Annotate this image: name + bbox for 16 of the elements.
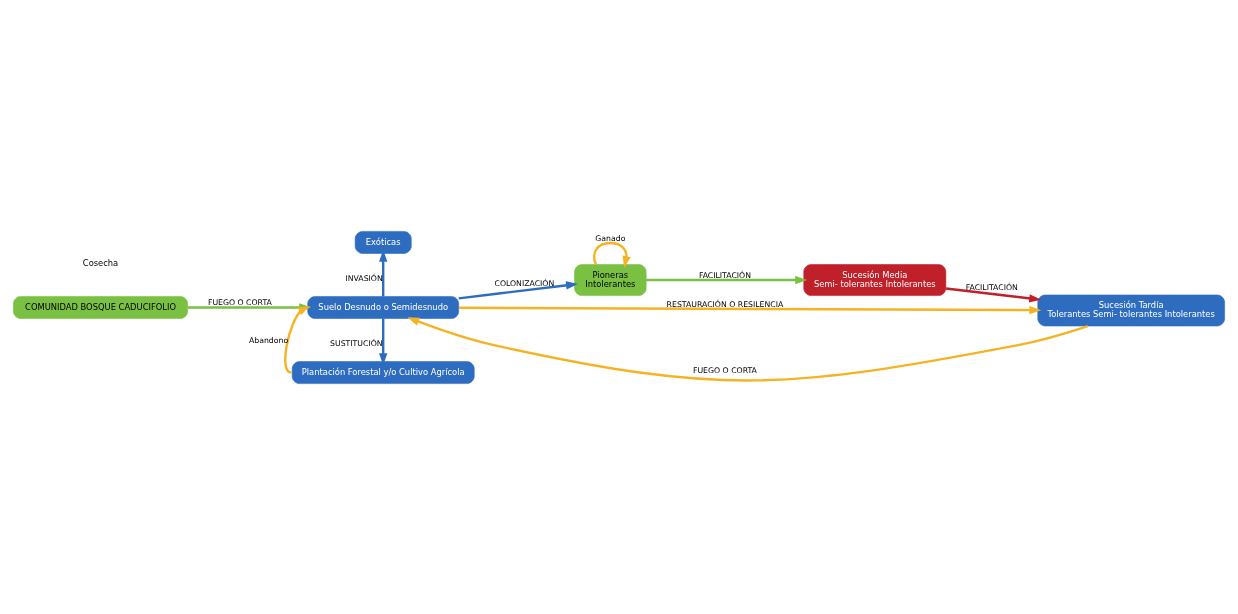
node-box: Pioneras Intolerantes: [574, 263, 647, 296]
arrow: [593, 241, 631, 268]
node-box: Exóticas: [354, 230, 412, 254]
arrow: [945, 286, 1042, 303]
node-box: Sucesión Tardía Tolerantes Semi- tolerantes Intolerantes: [1037, 294, 1225, 326]
arrow: [379, 318, 388, 365]
label: Cosecha: [82, 257, 119, 268]
node-box: Plantación Forestal y/o Cultivo Agrícola: [291, 360, 475, 384]
arrow: [458, 280, 578, 300]
arrow: [458, 305, 1042, 314]
arrow: [284, 305, 311, 374]
node-box: COMUNIDAD BOSQUE CADUCIFOLIO: [13, 295, 188, 319]
arrow: [646, 275, 808, 284]
node-box: Sucesión Media Semi- tolerantes Intolerantes: [803, 263, 947, 296]
arrow: [407, 316, 1089, 382]
node-box: Suelo Desnudo o Semidesnudo: [307, 295, 460, 319]
